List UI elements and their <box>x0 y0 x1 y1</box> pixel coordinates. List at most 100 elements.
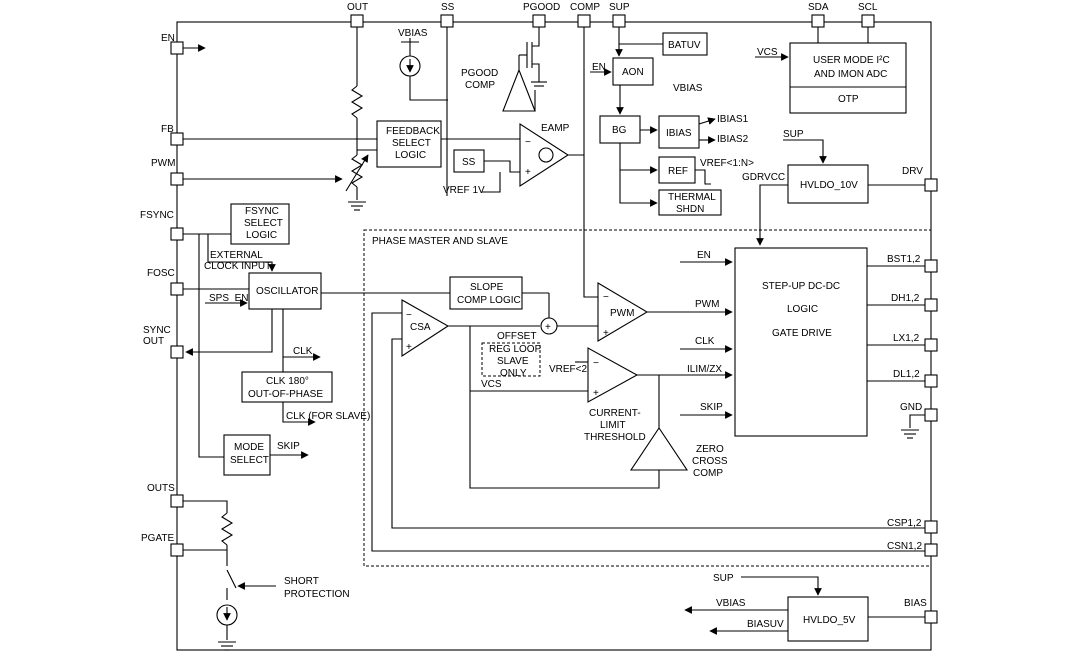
pin-scl[interactable]: SCL <box>858 2 878 28</box>
svg-text:SS: SS <box>441 2 455 13</box>
pin-pgood[interactable]: PGOOD <box>523 2 560 28</box>
pin-csn[interactable]: CSN1,2 <box>887 541 938 557</box>
pin-fosc[interactable]: FOSC <box>147 268 184 296</box>
pin-dh[interactable]: DH1,2 <box>891 293 938 312</box>
svg-text:−: − <box>593 358 599 369</box>
pin-sup[interactable]: SUP <box>609 2 630 28</box>
sps-en-label: SPS_EN <box>209 293 248 304</box>
vcs-label-top: VCS <box>757 47 778 58</box>
svg-text:GND: GND <box>900 402 922 413</box>
pin-bst[interactable]: BST1,2 <box>887 254 938 273</box>
svg-text:REF: REF <box>668 166 688 177</box>
phase-region-label: PHASE MASTER AND SLAVE <box>372 236 508 247</box>
pgood-comp-label: PGOOD <box>461 68 498 79</box>
mosfet-icon <box>518 27 547 87</box>
svg-text:+: + <box>603 328 609 339</box>
pin-pwm[interactable]: PWM <box>151 158 184 186</box>
svg-text:SLOPE: SLOPE <box>470 282 504 293</box>
pin-sync-out[interactable]: SYNC OUT <box>143 325 184 359</box>
pgood-comp-label-2: COMP <box>465 80 495 91</box>
cl-label-3: THRESHOLD <box>584 432 646 443</box>
svg-text:SLAVE: SLAVE <box>497 356 529 367</box>
fsync-select-block: FSYNC SELECT LOGIC <box>230 203 290 245</box>
zero-label-2: CROSS <box>692 456 728 467</box>
pin-lx[interactable]: LX1,2 <box>893 333 938 352</box>
svg-text:LOGIC: LOGIC <box>787 304 818 315</box>
phase-region <box>363 229 932 567</box>
svg-text:OUT: OUT <box>143 336 164 347</box>
svg-text:DH1,2: DH1,2 <box>891 293 920 304</box>
external-label-1: EXTERNAL <box>210 250 263 261</box>
svg-text:SHDN: SHDN <box>676 204 704 215</box>
svg-text:ONLY: ONLY <box>500 368 527 379</box>
svg-text:IBIAS: IBIAS <box>666 128 692 139</box>
svg-text:FEEDBACK: FEEDBACK <box>386 126 440 137</box>
svg-text:PGOOD: PGOOD <box>523 2 560 13</box>
vbias-bottom-label: VBIAS <box>716 598 746 609</box>
pin-csp[interactable]: CSP1,2 <box>887 518 938 534</box>
svg-text:CSP1,2: CSP1,2 <box>887 518 922 529</box>
svg-text:GATE DRIVE: GATE DRIVE <box>772 328 832 339</box>
pin-drv[interactable]: DRV <box>902 166 938 192</box>
svg-text:SELECT: SELECT <box>230 455 269 466</box>
svg-text:PWM: PWM <box>151 158 175 169</box>
svg-text:SELECT: SELECT <box>244 218 283 229</box>
oscillator-block: OSCILLATOR <box>248 272 322 310</box>
vref-1n-label: VREF<1:N> <box>700 158 754 169</box>
svg-text:FOSC: FOSC <box>147 268 175 279</box>
switch-icon <box>226 569 237 600</box>
svg-text:+: + <box>525 167 531 178</box>
current-limit-comparator: − + <box>587 347 639 403</box>
pin-sda[interactable]: SDA <box>808 2 829 28</box>
sig-en-label: EN <box>697 250 711 261</box>
svg-text:OTP: OTP <box>838 94 859 105</box>
pin-dl[interactable]: DL1,2 <box>893 369 938 388</box>
svg-text:SYNC: SYNC <box>143 325 171 336</box>
svg-text:OFFSET: OFFSET <box>497 331 536 342</box>
feedback-select-block: FEEDBACK SELECT LOGIC <box>376 120 442 168</box>
pin-outs[interactable]: OUTS <box>147 483 184 508</box>
svg-text:−: − <box>406 310 412 321</box>
pin-fb[interactable]: FB <box>161 124 184 146</box>
offset-block: OFFSET REG LOOP SLAVE ONLY <box>481 331 542 379</box>
ibias2-label: IBIAS2 <box>717 134 749 145</box>
slope-comp-block: SLOPE COMP LOGIC <box>449 276 523 310</box>
svg-text:BST1,2: BST1,2 <box>887 254 921 265</box>
ibias1-label: IBIAS1 <box>717 114 749 125</box>
pin-comp[interactable]: COMP <box>570 2 600 28</box>
svg-text:OUT-OF-PHASE: OUT-OF-PHASE <box>248 389 323 400</box>
svg-text:EN: EN <box>161 33 175 44</box>
pwm-comparator: PWM − + <box>597 282 649 342</box>
pin-en[interactable]: EN <box>161 33 184 55</box>
vbias-label-top: VBIAS <box>398 28 428 39</box>
sig-ilim-label: ILIM/ZX <box>687 364 722 375</box>
pgood-comparator <box>502 68 536 112</box>
svg-text:REG LOOP: REG LOOP <box>489 344 542 355</box>
svg-text:−: − <box>603 292 609 303</box>
svg-text:COMP: COMP <box>570 2 600 13</box>
external-label-2: CLOCK INPUT <box>204 261 271 272</box>
aon-block: AON <box>612 57 654 86</box>
svg-text:BATUV: BATUV <box>668 40 701 51</box>
svg-text:SUP: SUP <box>609 2 630 13</box>
batuv-block: BATUV <box>662 32 708 56</box>
sup-drv-label: SUP <box>783 129 804 140</box>
ground-icon <box>218 641 236 651</box>
clk-slave-label: CLK (FOR SLAVE) <box>286 411 370 422</box>
pin-bias[interactable]: BIAS <box>904 598 938 624</box>
svg-text:AND IMON ADC: AND IMON ADC <box>814 69 887 80</box>
svg-text:PGATE: PGATE <box>141 533 174 544</box>
short-label-1: SHORT <box>284 576 319 587</box>
pin-ss[interactable]: SS <box>440 2 455 28</box>
svg-text:OUTS: OUTS <box>147 483 175 494</box>
pin-out[interactable]: OUT <box>347 2 368 28</box>
clk-label: CLK <box>293 346 313 357</box>
ibias-block: IBIAS <box>658 115 700 149</box>
biasuv-label: BIASUV <box>747 619 784 630</box>
current-source-icon <box>399 38 448 101</box>
svg-text:PWM: PWM <box>610 308 634 319</box>
sig-pwm-label: PWM <box>695 299 719 310</box>
pin-fsync[interactable]: FSYNC <box>140 210 184 241</box>
svg-text:AON: AON <box>622 67 644 78</box>
